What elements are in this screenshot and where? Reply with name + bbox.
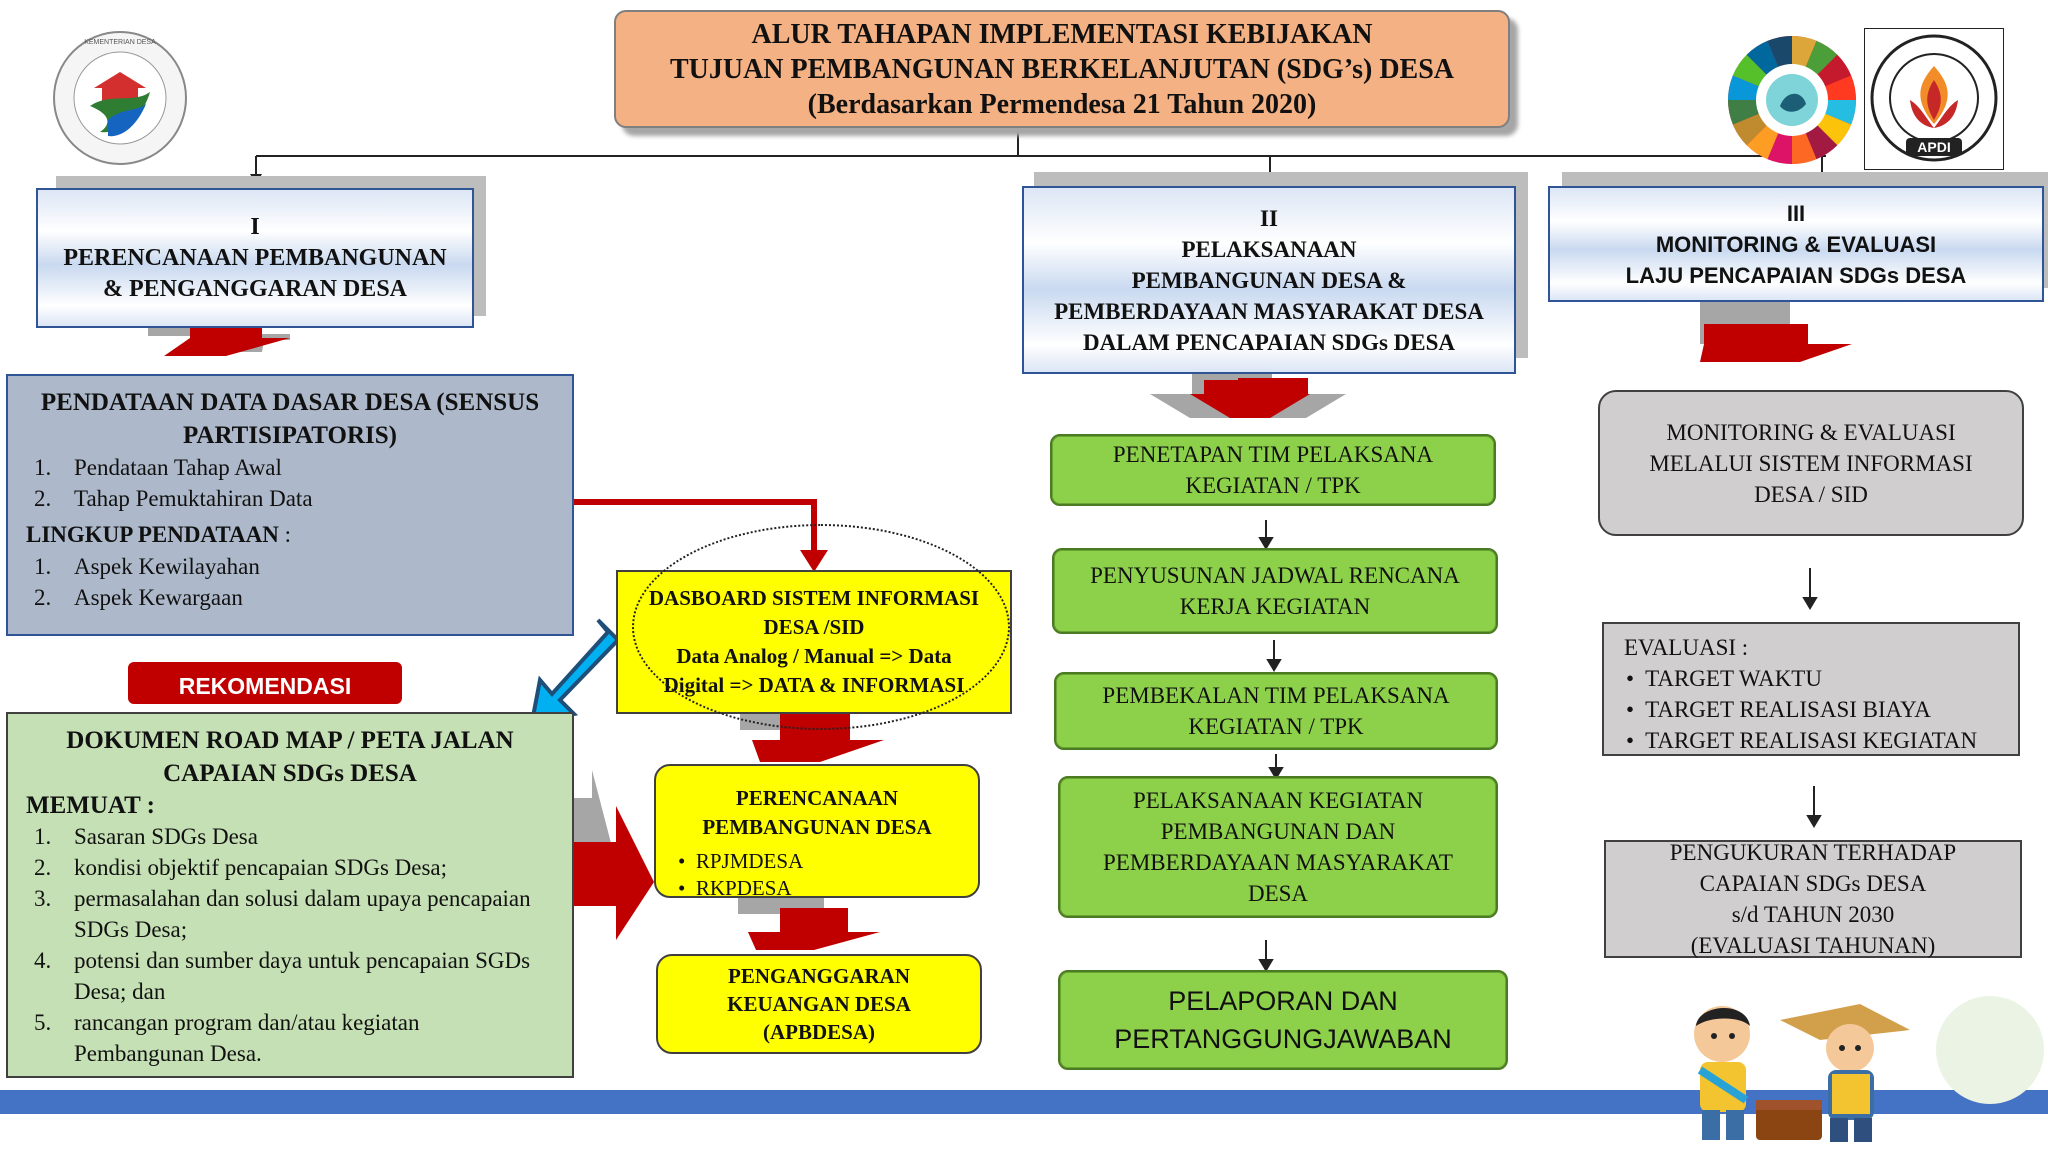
pendataan-box: PENDATAAN DATA DASAR DESA (SENSUS PARTIS…	[6, 374, 574, 636]
list-item: • TARGET REALISASI BIAYA	[1626, 697, 1931, 722]
box-line: (EVALUASI TAHUNAN)	[1690, 933, 1936, 958]
list-item: • TARGET REALISASI KEGIATAN	[1626, 728, 1978, 753]
stage-2-header: II PELAKSANAAN PEMBANGUNAN DESA & PEMBER…	[1022, 186, 1516, 374]
box-line: PELAPORAN DAN	[1168, 986, 1398, 1016]
list-item: 1.Aspek Kewilayahan	[34, 554, 260, 579]
stage-3-header: III MONITORING & EVALUASI LAJU PENCAPAIA…	[1548, 186, 2044, 302]
dasboard-highlight-ellipse	[632, 524, 1010, 730]
stage-2-line-4: DALAM PENCAPAIAN SDGs DESA	[1082, 329, 1456, 355]
list-item: • TARGET WAKTU	[1626, 666, 1822, 691]
penetapan-tpk-box: PENETAPAN TIM PELAKSANA KEGIATAN / TPK	[1050, 434, 1496, 506]
stage-1-line-1: PERENCANAAN PEMBANGUNAN	[63, 244, 447, 271]
box-line: PEMBERDAYAAN MASYARAKAT	[1103, 850, 1453, 875]
pendataan-list: 1.Pendataan Tahap Awal 2.Tahap Pemuktahi…	[26, 452, 554, 514]
title-line-2: TUJUAN PEMBANGUNAN BERKELANJUTAN (SDG’s)…	[669, 53, 1455, 85]
down-arrow-stage3	[1700, 300, 1852, 362]
box-line: PERTANGGUNGJAWABAN	[1114, 1024, 1452, 1054]
box-line: KEGIATAN / TPK	[1185, 473, 1361, 498]
lingkup-heading: LINGKUP PENDATAAN :	[26, 522, 291, 547]
villagers-illustration	[1694, 996, 2044, 1142]
list-item: 1.Pendataan Tahap Awal	[34, 455, 282, 480]
stage-1-header: I PERENCANAAN PEMBANGUNAN & PENGANGGARAN…	[36, 188, 474, 328]
list-item: 2.kondisi objektif pencapaian SDGs Desa;	[34, 855, 448, 880]
apdi-logo: APDI	[1864, 28, 2004, 170]
penganggaran-line-3: (APBDESA)	[762, 1020, 875, 1044]
rekomendasi-label: REKOMENDASI	[128, 662, 402, 704]
box-line: s/d TAHUN 2030	[1731, 902, 1895, 927]
box-line: MONITORING & EVALUASI	[1666, 419, 1956, 445]
stage-2-number: II	[1260, 205, 1278, 231]
evaluasi-box: EVALUASI : • TARGET WAKTU • TARGET REALI…	[1602, 622, 2020, 756]
stage-3-line-2: LAJU PENCAPAIAN SDGs DESA	[1625, 262, 1967, 288]
perencanaan-box: PERENCANAAN PEMBANGUNAN DESA • RPJMDESA …	[654, 764, 980, 900]
penyusunan-jadwal-box: PENYUSUNAN JADWAL RENCANA KERJA KEGIATAN	[1052, 548, 1498, 634]
diagram-title-box: ALUR TAHAPAN IMPLEMENTASI KEBIJAKAN TUJU…	[614, 10, 1510, 128]
box-line: DESA	[1247, 881, 1309, 906]
evaluasi-bullets: • TARGET WAKTU • TARGET REALISASI BIAYA …	[1624, 663, 1998, 756]
penganggaran-box: PENGANGGARAN KEUANGAN DESA (APBDESA)	[656, 954, 982, 1054]
list-item: 1.Sasaran SDGs Desa	[34, 824, 258, 849]
stage-1-line-2: & PENGANGGARAN DESA	[102, 275, 407, 302]
penganggaran-line-1: PENGANGGARAN	[728, 964, 910, 988]
box-line: KEGIATAN / TPK	[1188, 714, 1364, 739]
roadmap-box: DOKUMEN ROAD MAP / PETA JALAN CAPAIAN SD…	[6, 712, 574, 1078]
list-item: • RPJMDESA	[678, 849, 804, 873]
list-item: 5.rancangan program dan/atau kegiatan Pe…	[34, 1010, 420, 1066]
box-line: KERJA KEGIATAN	[1179, 594, 1371, 619]
stage-1-number: I	[250, 213, 260, 240]
stage-3-number: III	[1786, 200, 1806, 226]
evaluasi-title: EVALUASI :	[1624, 635, 1749, 660]
list-item: 2.Aspek Kewargaan	[34, 585, 243, 610]
box-line: PEMBEKALAN TIM PELAKSANA	[1102, 683, 1450, 708]
stage-2-line-1: PELAKSANAAN	[1181, 236, 1357, 262]
title-line-1: ALUR TAHAPAN IMPLEMENTASI KEBIJAKAN	[751, 18, 1373, 50]
pelaksanaan-kegiatan-box: PELAKSANAAN KEGIATAN PEMBANGUNAN DAN PEM…	[1058, 776, 1498, 918]
lingkup-list: 1.Aspek Kewilayahan 2.Aspek Kewargaan	[26, 551, 554, 613]
box-line: PENETAPAN TIM PELAKSANA	[1112, 442, 1434, 467]
roadmap-list: 1.Sasaran SDGs Desa 2.kondisi objektif p…	[26, 821, 554, 1069]
list-item: 4.potensi dan sumber daya untuk pencapai…	[34, 948, 531, 1004]
box-line: DESA / SID	[1754, 481, 1868, 507]
stage-2-line-3: PEMBERDAYAAN MASYARAKAT DESA	[1054, 298, 1484, 324]
box-line: PELAKSANAAN KEGIATAN	[1132, 788, 1424, 813]
roadmap-title-line-2: CAPAIAN SDGs DESA	[163, 760, 417, 787]
box-line: MELALUI SISTEM INFORMASI	[1649, 450, 1973, 476]
pembekalan-tpk-box: PEMBEKALAN TIM PELAKSANA KEGIATAN / TPK	[1054, 672, 1498, 750]
box-line: CAPAIAN SDGs DESA	[1699, 871, 1927, 896]
title-line-3: (Berdasarkan Permendesa 21 Tahun 2020)	[807, 88, 1317, 120]
box-line: PEMBANGUNAN DAN	[1160, 819, 1396, 844]
kemendesa-logo: KEMENTERIAN DESA	[53, 31, 187, 165]
stage-2-line-2: PEMBANGUNAN DESA &	[1131, 267, 1407, 293]
perencanaan-bullets: • RPJMDESA • RKPDESA	[678, 848, 978, 902]
roadmap-title-line-1: DOKUMEN ROAD MAP / PETA JALAN	[66, 727, 514, 754]
perencanaan-line-2: PEMBANGUNAN DESA	[702, 815, 932, 839]
box-line: PENGUKURAN TERHADAP	[1669, 840, 1957, 865]
stage-3-line-1: MONITORING & EVALUASI	[1655, 231, 1937, 257]
list-item: • RKPDESA	[678, 876, 792, 900]
sdgs-wheel-logo	[1728, 36, 1856, 164]
kemendesa-ring-text: KEMENTERIAN DESA	[84, 39, 156, 46]
box-line: PENYUSUNAN JADWAL RENCANA	[1090, 563, 1460, 588]
apdi-logo-text: APDI	[1917, 139, 1950, 155]
pendataan-title: PENDATAAN DATA DASAR DESA (SENSUS PARTIS…	[40, 389, 540, 449]
pelaporan-box: PELAPORAN DAN PERTANGGUNGJAWABAN	[1058, 970, 1508, 1070]
list-item: 2.Tahap Pemuktahiran Data	[34, 486, 313, 511]
monitoring-sid-box: MONITORING & EVALUASI MELALUI SISTEM INF…	[1598, 390, 2024, 536]
pengukuran-box: PENGUKURAN TERHADAP CAPAIAN SDGs DESA s/…	[1604, 840, 2022, 958]
memuat-heading: MEMUAT :	[26, 792, 155, 819]
perencanaan-line-1: PERENCANAAN	[735, 786, 899, 810]
list-item: 3.permasalahan dan solusi dalam upaya pe…	[34, 886, 531, 942]
penganggaran-line-2: KEUANGAN DESA	[727, 992, 911, 1016]
